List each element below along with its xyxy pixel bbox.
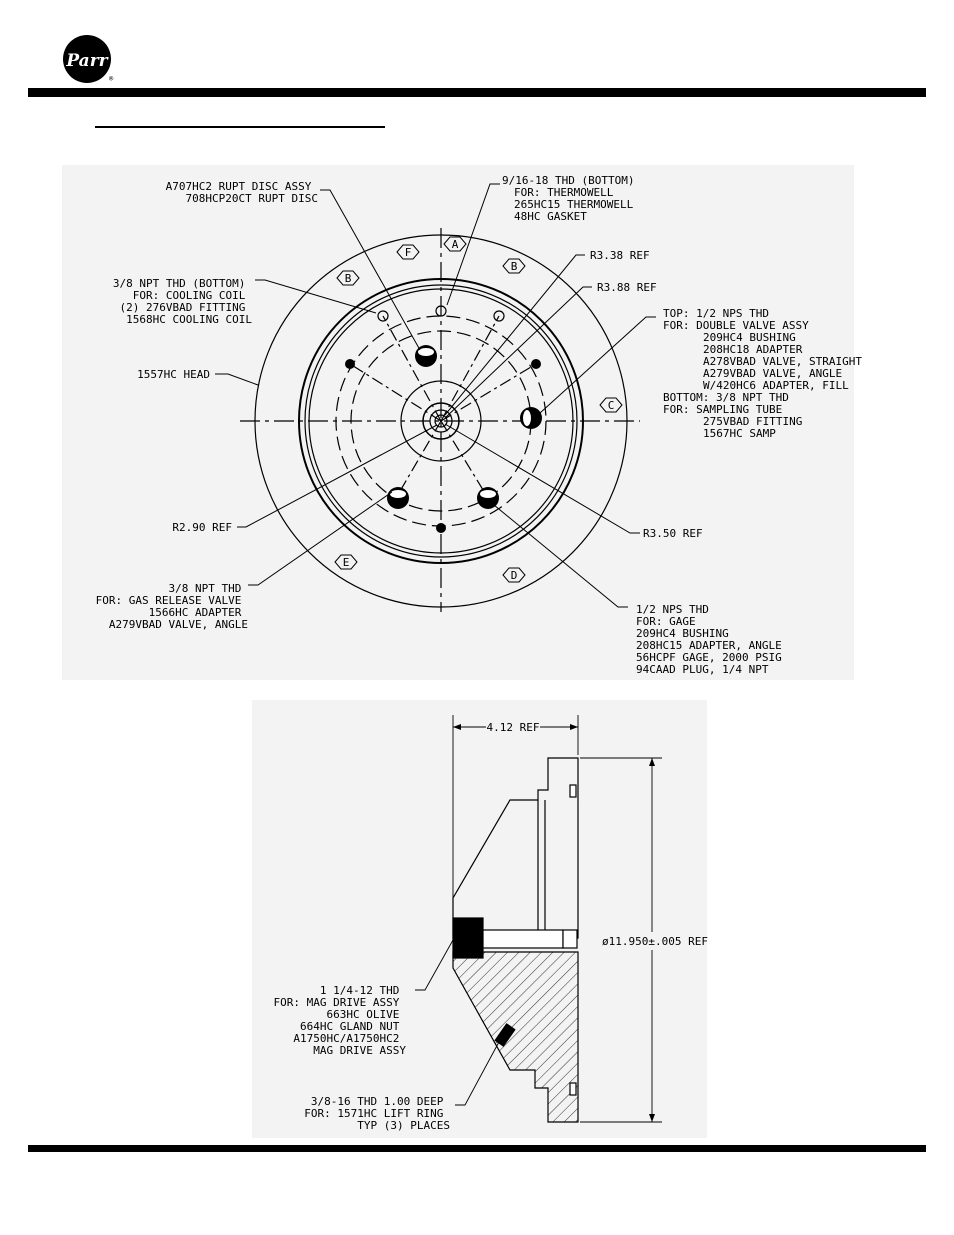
callout-rupt-disc: A707HC2 RUPT DISC ASSY 708HCP20CT RUPT D… — [166, 180, 318, 205]
leader-gage — [493, 504, 628, 608]
callout-mag-drive: 1 1/4-12 THD FOR: MAG DRIVE ASSY 663HC O… — [274, 984, 407, 1057]
marker-b-right-label: B — [511, 260, 518, 273]
callout-double-valve: TOP: 1/2 NPS THD FOR: DOUBLE VALVE ASSY … — [663, 307, 869, 440]
marker-a-label: A — [452, 238, 459, 251]
parr-logo: Parr ® — [63, 35, 114, 83]
footer-rule — [28, 1145, 926, 1152]
dim-diameter-label: ø11.950±.005 REF — [602, 935, 708, 948]
callout-gage: 1/2 NPS THD FOR: GAGE 209HC4 BUSHING 208… — [636, 603, 788, 676]
title-underline — [95, 126, 385, 128]
callout-r350: R3.50 REF — [643, 527, 703, 540]
logo-text: Parr — [65, 51, 108, 71]
logo-registered-mark: ® — [109, 75, 114, 83]
leader-valve — [539, 316, 656, 414]
marker-b-left — [336, 270, 360, 286]
leader-mag-drive — [415, 939, 454, 991]
header-rule — [28, 88, 926, 97]
head-section — [452, 951, 579, 1123]
mag-drive-port — [452, 917, 484, 959]
dim-4-12-label: 4.12 REF — [487, 721, 540, 734]
callout-cooling-coil: 3/8 NPT THD (BOTTOM) FOR: COOLING COIL (… — [113, 277, 252, 326]
head-upper-outline — [452, 757, 579, 939]
marker-a — [443, 236, 467, 252]
marker-f-label: F — [405, 246, 412, 259]
leader-r350 — [444, 423, 640, 534]
leader-lift-ring — [455, 1039, 501, 1106]
leader-r290 — [237, 424, 438, 528]
leader-rupt — [320, 189, 421, 351]
callout-lift-ring: 3/8-16 THD 1.00 DEEP FOR: 1571HC LIFT RI… — [304, 1095, 450, 1132]
marker-e-label: E — [343, 556, 350, 569]
callout-r338: R3.38 REF — [590, 249, 650, 262]
marker-c-label: C — [608, 399, 615, 412]
leader-thermo — [446, 183, 500, 306]
callout-r290: R2.90 REF — [172, 521, 232, 534]
marker-d — [502, 567, 526, 583]
marker-d-label: D — [511, 569, 518, 582]
head-inner-circle — [304, 284, 578, 558]
leader-gas — [248, 491, 393, 586]
callout-gas-release: 3/8 NPT THD FOR: GAS RELEASE VALVE 1566H… — [96, 582, 248, 631]
callout-r388: R3.88 REF — [597, 281, 657, 294]
callout-head: 1557HC HEAD — [137, 368, 210, 381]
marker-b-left-label: B — [345, 272, 352, 285]
leader-r388 — [444, 286, 592, 419]
leader-cooling — [255, 279, 377, 314]
callout-thermowell: 9/16-18 THD (BOTTOM) FOR: THERMOWELL 265… — [502, 174, 641, 223]
marker-b-right — [502, 258, 526, 274]
marker-f — [396, 244, 420, 260]
leader-r338 — [444, 254, 585, 416]
top-view-drawing: A F B B C D E A707HC2 RUPT DISC ASSY 708… — [96, 174, 869, 676]
leader-head — [215, 373, 259, 386]
marker-c — [599, 397, 623, 413]
marker-e — [334, 554, 358, 570]
